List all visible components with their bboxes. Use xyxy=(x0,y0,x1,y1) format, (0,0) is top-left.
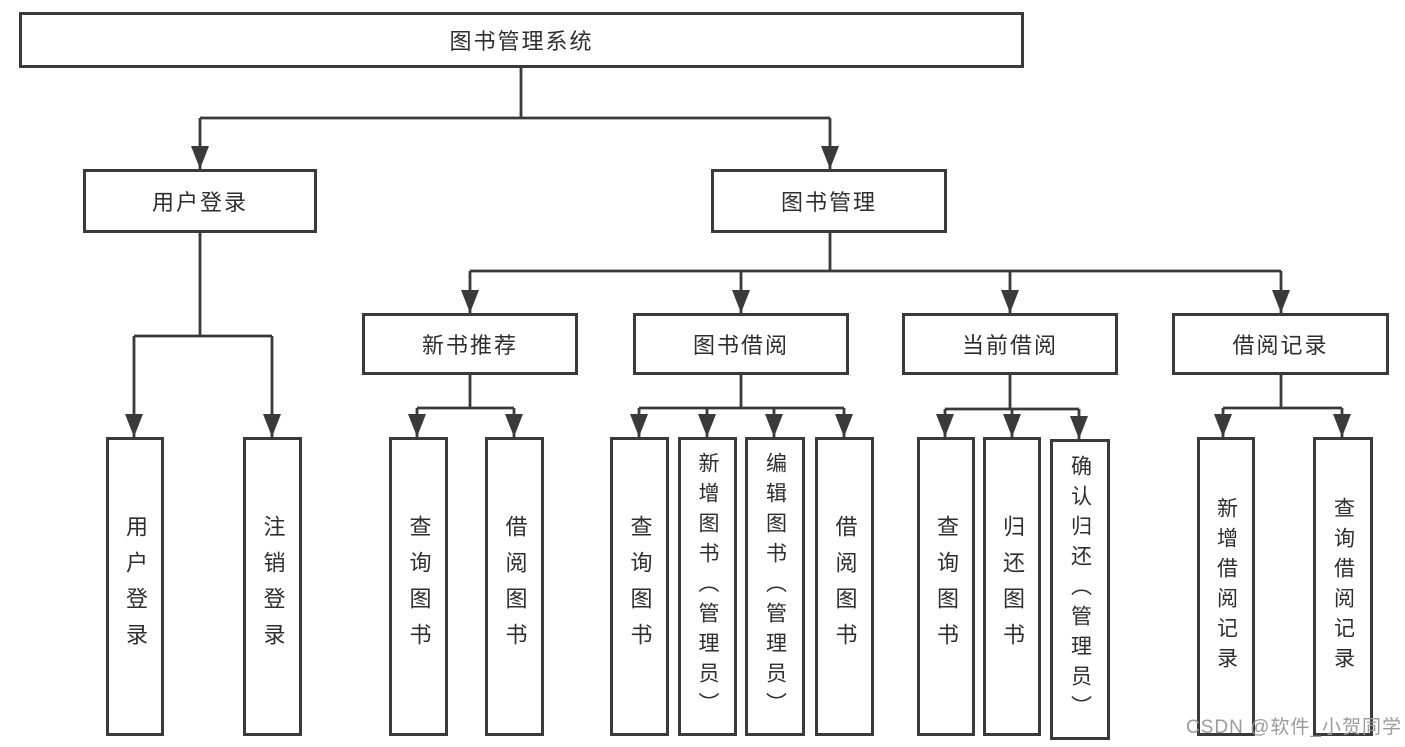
node-book-management: 图书管理 xyxy=(711,169,947,233)
leaf-borrow-books-recommend: 借阅图书 xyxy=(485,437,544,736)
leaf-query-books-current: 查询图书 xyxy=(917,437,975,736)
node-user-login-label: 用户登录 xyxy=(151,190,248,215)
leaf-query-books-current-label: 查询图书 xyxy=(934,514,959,659)
leaf-confirm-return-admin: 确认归还（管理员） xyxy=(1050,439,1110,740)
leaf-user-login-action-label: 用户登录 xyxy=(123,514,148,659)
leaf-add-book-admin: 新增图书（管理员） xyxy=(678,437,737,736)
leaf-logout-action: 注销登录 xyxy=(243,437,302,736)
node-new-book-recommend: 新书推荐 xyxy=(362,313,578,375)
node-book-borrow: 图书借阅 xyxy=(633,313,849,375)
leaf-return-book: 归还图书 xyxy=(983,437,1041,736)
leaf-add-borrow-record-label: 新增借阅记录 xyxy=(1214,496,1238,677)
node-current-borrow: 当前借阅 xyxy=(902,313,1118,375)
leaf-confirm-return-admin-label: 确认归还（管理员） xyxy=(1068,454,1092,725)
leaf-query-books-recommend-label: 查询图书 xyxy=(406,514,432,659)
leaf-add-book-admin-label: 新增图书（管理员） xyxy=(696,451,719,722)
leaf-query-books-borrow: 查询图书 xyxy=(610,437,669,736)
leaf-add-borrow-record: 新增借阅记录 xyxy=(1197,437,1255,736)
leaf-query-books-recommend: 查询图书 xyxy=(389,437,448,736)
leaf-edit-book-admin: 编辑图书（管理员） xyxy=(745,437,805,736)
leaf-return-book-label: 归还图书 xyxy=(1000,514,1025,659)
leaf-query-borrow-record-label: 查询借阅记录 xyxy=(1331,496,1355,677)
node-borrow-records-label: 借阅记录 xyxy=(1232,333,1329,358)
leaf-borrow-books-recommend-label: 借阅图书 xyxy=(502,514,528,659)
node-root: 图书管理系统 xyxy=(19,12,1024,68)
leaf-edit-book-admin-label: 编辑图书（管理员） xyxy=(763,451,787,722)
leaf-user-login-action: 用户登录 xyxy=(106,437,164,736)
node-borrow-records: 借阅记录 xyxy=(1172,313,1389,375)
node-book-management-label: 图书管理 xyxy=(780,190,877,215)
leaf-borrow-books-action: 借阅图书 xyxy=(815,437,874,736)
node-book-borrow-label: 图书借阅 xyxy=(692,333,789,358)
leaf-query-books-borrow-label: 查询图书 xyxy=(627,514,653,659)
node-root-label: 图书管理系统 xyxy=(449,29,594,54)
node-new-book-recommend-label: 新书推荐 xyxy=(421,333,518,358)
leaf-logout-action-label: 注销登录 xyxy=(260,514,286,659)
leaf-borrow-books-action-label: 借阅图书 xyxy=(832,514,858,659)
leaf-query-borrow-record: 查询借阅记录 xyxy=(1313,437,1373,736)
csdn-watermark: CSDN @软件_小贺同学 xyxy=(1186,717,1402,738)
node-user-login: 用户登录 xyxy=(83,169,317,233)
node-current-borrow-label: 当前借阅 xyxy=(961,333,1058,358)
